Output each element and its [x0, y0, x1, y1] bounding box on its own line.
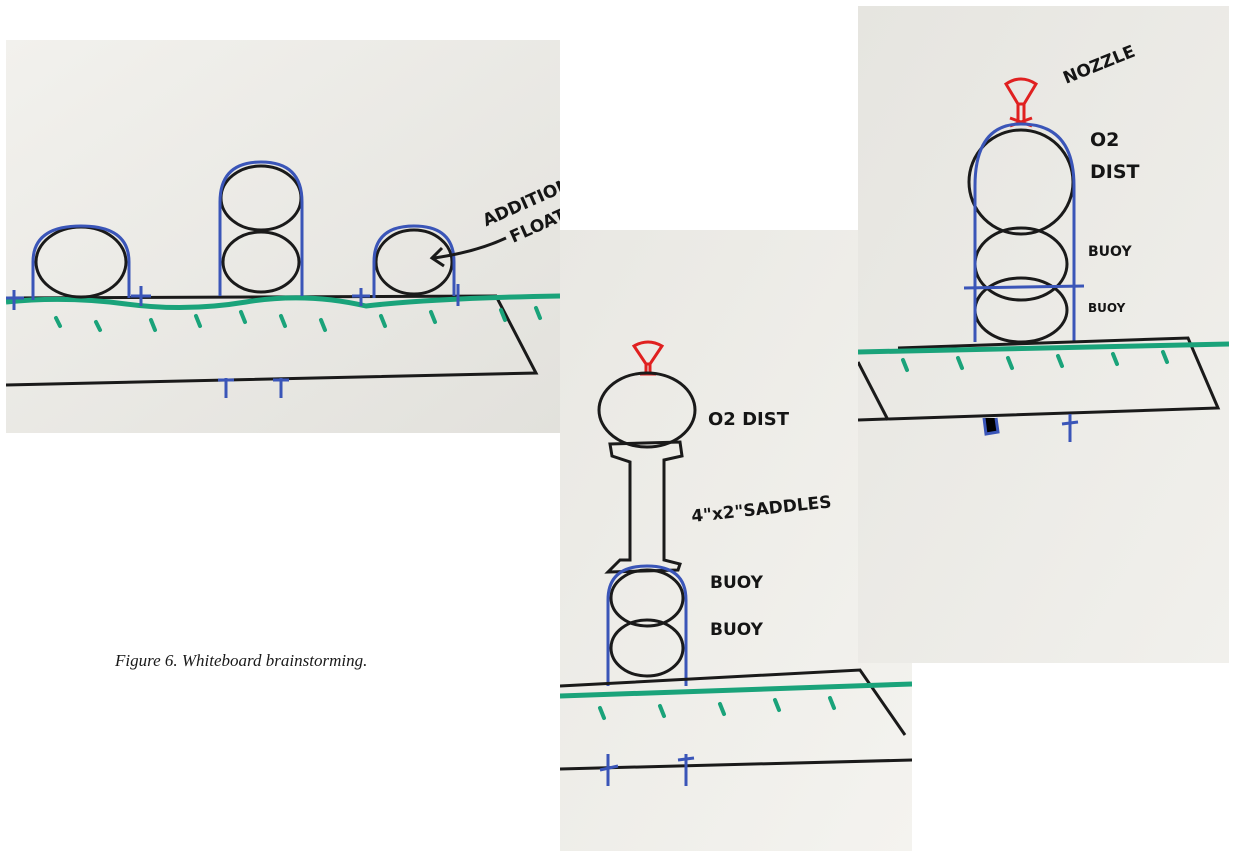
label-buoy-bottom: BUOY	[710, 620, 764, 640]
sketch-nozzle-stack: NOZZLE O2 DIST BUOY BUOY	[858, 6, 1229, 663]
label-buoy-top: BUOY	[710, 573, 764, 593]
label-dist: DIST	[1090, 161, 1140, 183]
whiteboard-surface	[858, 6, 1229, 663]
label-o2: O2	[1090, 129, 1119, 151]
figure-caption: Figure 6. Whiteboard brainstorming.	[115, 651, 367, 671]
label-buoy-bottom: BUOY	[1088, 301, 1126, 315]
frame-crossbar	[964, 286, 1084, 288]
label-o2-dist: O2 DIST	[708, 409, 790, 430]
sketch-pipes-on-sediment: ADDITIONAL PIPES TO FLOAT ON SEDIMENTS	[6, 40, 560, 433]
label-buoy-top: BUOY	[1088, 244, 1132, 260]
whiteboard-photo-nozzle-stack: NOZZLE O2 DIST BUOY BUOY	[858, 6, 1229, 663]
whiteboard-photo-pipe-configurations: ADDITIONAL PIPES TO FLOAT ON SEDIMENTS	[6, 40, 560, 433]
